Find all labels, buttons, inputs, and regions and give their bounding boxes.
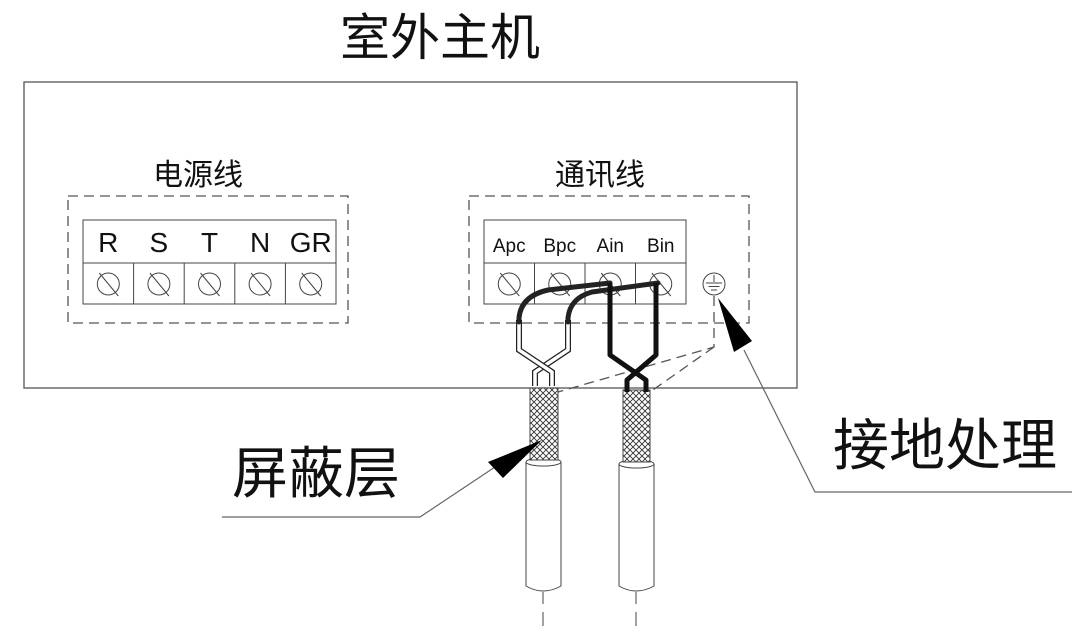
comm-block: 通讯线 Apc Bpc Ain Bin (468, 158, 750, 324)
screw-icon (299, 272, 323, 297)
comm-block-label: 通讯线 (555, 158, 645, 193)
power-block: 电源线 R S T N GR (67, 158, 349, 324)
shield-drain-lines (557, 296, 715, 393)
outdoor-unit-box (23, 81, 798, 389)
terminal-label: T (201, 227, 218, 258)
screw-icon (497, 272, 521, 297)
power-terminal-r: R (96, 227, 120, 297)
power-terminal-t: T (183, 227, 221, 304)
ground-icon (702, 272, 726, 296)
terminal-label: N (250, 227, 270, 258)
terminal-label: Ain (597, 236, 624, 257)
screw-icon (548, 272, 572, 297)
power-block-label: 电源线 (153, 158, 243, 193)
power-terminal-gr: GR (284, 227, 332, 304)
screw-icon (96, 272, 120, 297)
comm-terminal-apc: Apc (493, 236, 526, 297)
terminal-label: Bin (647, 236, 674, 257)
shield-callout-label: 屏蔽层 (232, 442, 400, 507)
cable-2-shield (622, 389, 651, 463)
cable-1 (516, 280, 661, 626)
power-terminal-s: S (133, 227, 171, 304)
shield-callout: 屏蔽层 (222, 440, 542, 518)
cable-1-shield (529, 387, 559, 461)
screw-icon (248, 272, 272, 297)
terminal-label: S (150, 227, 169, 258)
terminal-label: Apc (493, 236, 526, 257)
ground-callout: 接地处理 (718, 298, 1072, 493)
terminal-label: Bpc (543, 236, 576, 257)
terminal-label: GR (290, 227, 332, 258)
ground-callout-label: 接地处理 (833, 414, 1057, 479)
cable-2 (607, 283, 659, 626)
comm-terminal-bin: Bin (635, 236, 674, 304)
power-block-boundary (67, 195, 349, 324)
screw-icon (198, 272, 221, 297)
shield-arrow-icon (488, 440, 542, 478)
ground-arrow-icon (718, 298, 752, 352)
power-terminal-n: N (234, 227, 272, 304)
screw-icon (147, 272, 171, 297)
terminal-label: R (98, 227, 118, 258)
power-terminal-strip (82, 219, 337, 305)
title: 室外主机 (340, 9, 540, 67)
